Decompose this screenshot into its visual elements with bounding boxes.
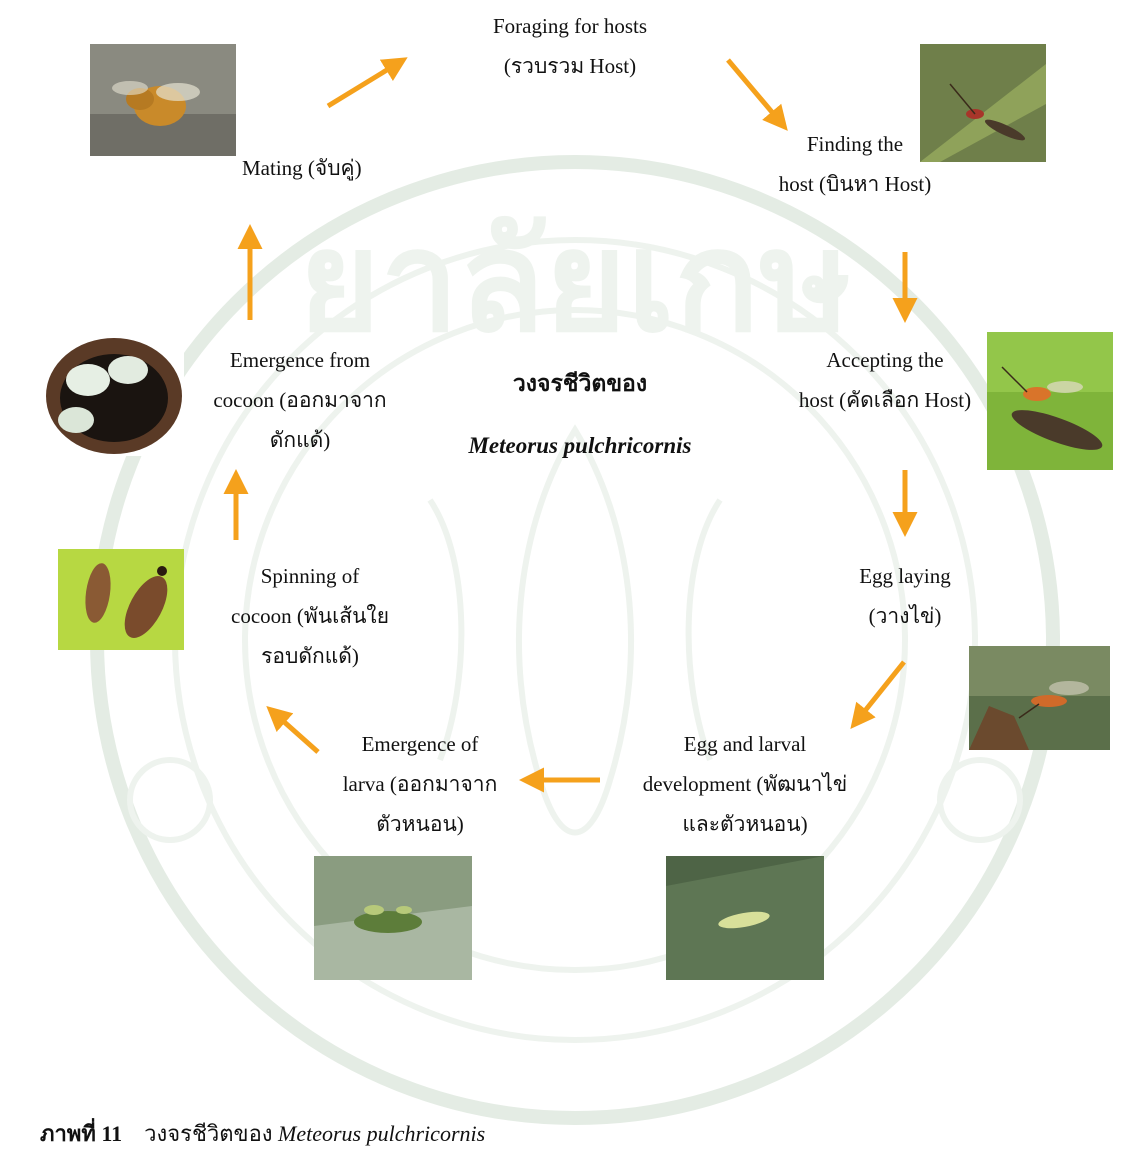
- arrow-egg-to-development: [856, 662, 904, 722]
- stage-mating: Mating (จับคู่): [242, 148, 422, 188]
- stage-egg-larval-development: Egg and larval development (พัฒนาไข่ และ…: [610, 724, 880, 844]
- caption-label: ภาพที่ 11: [40, 1121, 122, 1146]
- caption-species: Meteorus pulchricornis: [278, 1121, 485, 1146]
- wasp-on-caterpillar-photo: [987, 332, 1113, 470]
- larva-on-leaf-photo: [666, 856, 824, 980]
- figure-caption: ภาพที่ 11 วงจรชีวิตของ Meteorus pulchric…: [40, 1116, 485, 1151]
- emerging-larva-photo: [314, 856, 472, 980]
- mating-flies-photo: [90, 44, 236, 156]
- arrow-foraging-to-finding: [728, 60, 782, 124]
- arrow-larva-to-spinning: [273, 712, 318, 752]
- caption-text: วงจรชีวิตของ: [144, 1121, 272, 1146]
- stage-spinning-cocoon: Spinning of cocoon (พันเส้นใย รอบดักแด้): [205, 556, 415, 676]
- cocoons-photo: [58, 549, 184, 650]
- stage-egg-laying: Egg laying (วางไข่): [830, 556, 980, 636]
- arrow-mating-to-foraging: [328, 62, 400, 106]
- wasp-ovipositing-photo: [969, 646, 1110, 750]
- open-cocoon-photo: [42, 332, 184, 456]
- stage-accepting-host: Accepting the host (คัดเลือก Host): [770, 340, 1000, 420]
- wasp-on-leaf-photo: [920, 44, 1046, 162]
- stage-emergence-from-cocoon: Emergence from cocoon (ออกมาจาก ดักแด้): [195, 340, 405, 460]
- center-title: วงจรชีวิตของ: [480, 366, 680, 402]
- center-species-name: Meteorus pulchricornis: [440, 433, 720, 459]
- stage-emergence-of-larva: Emergence of larva (ออกมาจาก ตัวหนอน): [320, 724, 520, 844]
- stage-foraging: Foraging for hosts (รวบรวม Host): [450, 6, 690, 86]
